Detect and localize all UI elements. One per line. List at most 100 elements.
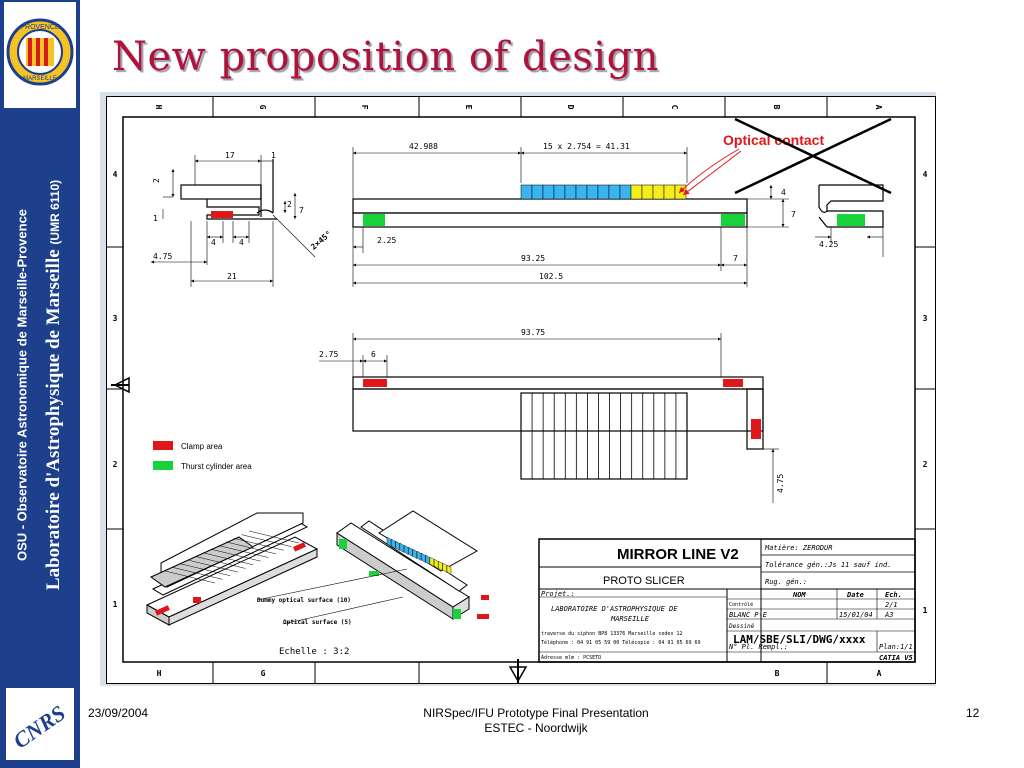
dim-93-75: 93.75 bbox=[521, 328, 545, 337]
iso-optical-slice bbox=[399, 542, 405, 553]
optical-slice bbox=[652, 184, 665, 200]
row-number: 4 bbox=[113, 170, 118, 179]
tb-header-date: Date bbox=[846, 591, 864, 599]
iso-slice-edge bbox=[233, 538, 284, 551]
title-block-name: MIRROR LINE V2 bbox=[617, 546, 739, 563]
left-dims bbox=[151, 155, 316, 287]
tb-dessine-label: Dessiné bbox=[728, 623, 755, 630]
iso-optical-slice bbox=[425, 554, 430, 565]
optical-slice bbox=[564, 184, 577, 200]
dim-7c: 7 bbox=[791, 210, 796, 219]
iso-optical-slice bbox=[403, 544, 409, 555]
iso-optical-slice bbox=[386, 536, 392, 547]
col-letter: H bbox=[154, 105, 163, 110]
footer-line1: NIRSpec/IFU Prototype Final Presentation bbox=[423, 706, 649, 720]
optical-slices bbox=[520, 184, 687, 200]
title-block-subtitle: PROTO SLICER bbox=[603, 575, 685, 587]
optical-slice bbox=[542, 184, 555, 200]
row-number: 2 bbox=[113, 460, 118, 469]
iso-slice-edge bbox=[180, 563, 231, 576]
front-dims bbox=[352, 147, 789, 287]
dim-2-25: 2.25 bbox=[377, 236, 396, 245]
row-number: 3 bbox=[113, 314, 118, 323]
row-number-right: 4 bbox=[923, 170, 928, 179]
footer-center: NIRSpec/IFU Prototype Final Presentation… bbox=[386, 706, 686, 736]
col-letter: C bbox=[670, 105, 679, 110]
dim-1b: 1 bbox=[153, 214, 158, 223]
optical-slice bbox=[597, 184, 610, 200]
laboratory-name: Laboratoire d'Astrophysique de Marseille… bbox=[43, 180, 65, 590]
col-letter-bottom: B bbox=[775, 669, 780, 678]
dim-17: 17 bbox=[225, 151, 235, 160]
clamp-area bbox=[154, 605, 170, 616]
provence-logo: PROVENCE MARSEILLE bbox=[4, 2, 76, 108]
dim-102-5: 102.5 bbox=[539, 272, 563, 281]
iso-slice-edge bbox=[172, 567, 223, 580]
tb-email: Adresse mlm : PCSETD bbox=[541, 655, 601, 661]
iso-slice-edge bbox=[195, 556, 246, 569]
dim-2-75: 2.75 bbox=[319, 350, 338, 359]
tb-rug: Rug. gén.: bbox=[765, 578, 807, 586]
isometric-view-right bbox=[336, 510, 478, 620]
iso-slice-edge bbox=[210, 548, 261, 562]
footer-line2: ESTEC - Noordwijk bbox=[484, 721, 588, 735]
iso-slice-edge bbox=[187, 559, 238, 573]
clamp-area bbox=[751, 419, 761, 439]
isometric-slices bbox=[164, 530, 300, 584]
iso-optical-slice bbox=[438, 560, 443, 571]
optical-slice bbox=[575, 184, 588, 200]
iso-optical-slice bbox=[446, 564, 452, 575]
zone-ticks bbox=[107, 97, 935, 683]
dim-21: 21 bbox=[227, 272, 237, 281]
dim-4c: 4 bbox=[781, 188, 786, 197]
iso-slice-edge bbox=[203, 552, 254, 566]
iso-optical-slice bbox=[395, 540, 400, 551]
dim-slice-pitch: 15 x 2.754 = 41.31 bbox=[543, 142, 630, 151]
col-letter: A bbox=[874, 105, 883, 110]
iso-optical-slice bbox=[421, 552, 426, 563]
optical-slice bbox=[663, 184, 676, 200]
dim-4-75: 4.75 bbox=[153, 252, 172, 261]
dim-chamfer: 2×45° bbox=[309, 229, 333, 251]
iso-slice-edge bbox=[241, 534, 292, 547]
tb-catia: CATIA V5 bbox=[879, 654, 913, 662]
col-letter: G bbox=[258, 105, 267, 110]
front-view bbox=[352, 198, 748, 228]
tb-lab2: MARSEILLE bbox=[610, 615, 650, 623]
tb-phone: Téléphone : 04 91 05 59 00 Télécopie : 0… bbox=[541, 639, 701, 646]
optical-contact-annotation: Optical contact bbox=[723, 132, 824, 148]
dim-7: 7 bbox=[299, 206, 304, 215]
optical-slice bbox=[619, 184, 632, 200]
col-letter-bottom: G bbox=[261, 669, 266, 678]
tb-header-nom: NOM bbox=[792, 591, 806, 599]
logo-top-text2: MARSEILLE bbox=[23, 76, 57, 82]
legend-swatch-thrust bbox=[153, 461, 173, 470]
optical-slice bbox=[531, 184, 544, 200]
tb-dessine-date: 15/01/04 bbox=[839, 611, 873, 619]
scale-label: Echelle : 3:2 bbox=[279, 647, 349, 657]
tb-plan: Plan:1/1 bbox=[879, 643, 913, 651]
optical-slice bbox=[520, 184, 533, 200]
clamp-area bbox=[211, 211, 233, 218]
dim-4-25: 4.25 bbox=[819, 240, 838, 249]
clamp-area bbox=[723, 379, 743, 387]
clamp-area bbox=[363, 379, 387, 387]
logo-bottom-text: CNRS bbox=[8, 700, 69, 753]
optical-slice bbox=[586, 184, 599, 200]
col-letter-bottom: A bbox=[877, 669, 882, 678]
clamp-area bbox=[293, 542, 306, 552]
legend: Clamp area Thurst cylinder area bbox=[153, 441, 252, 471]
tb-header-ech: Ech. bbox=[885, 591, 902, 599]
tb-controle: Contrôlé bbox=[729, 601, 753, 608]
row-number-right: 3 bbox=[923, 314, 928, 323]
sidebar: PROVENCE MARSEILLE OSU - Observatoire As… bbox=[0, 0, 80, 768]
laboratory-name-main: Laboratoire d'Astrophysique de Marseille bbox=[43, 249, 64, 591]
title-block bbox=[538, 538, 916, 663]
iso-slice-edge bbox=[164, 570, 216, 584]
thrust-area-right bbox=[837, 214, 865, 226]
clamp-area bbox=[481, 595, 489, 600]
iso-optical-slice bbox=[408, 546, 413, 557]
laboratory-umr: (UMR 6110) bbox=[48, 179, 62, 245]
tb-address: traverse du siphon BP8 13376 Marseille c… bbox=[541, 631, 682, 637]
tb-format: A3 bbox=[884, 611, 893, 619]
